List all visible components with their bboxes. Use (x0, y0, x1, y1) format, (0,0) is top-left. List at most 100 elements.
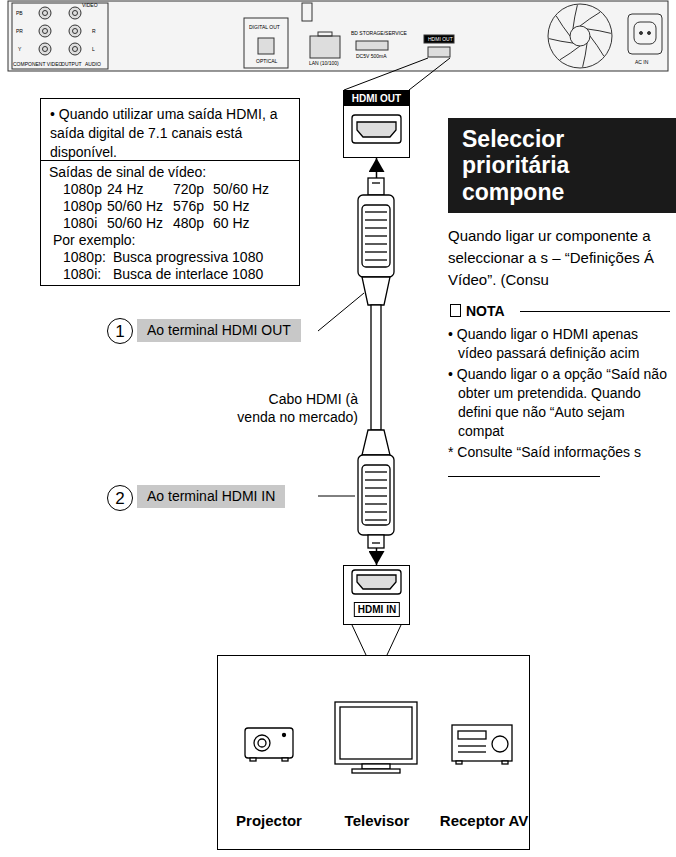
device-box: ProjectorTelevisorReceptor AV (217, 655, 530, 850)
note-item: • Quando ligar o a opção “Saíd não obter… (448, 365, 670, 441)
rear-panel (8, 1, 668, 71)
rear-panel (356, 41, 388, 50)
panel-label: OPTICAL (256, 59, 277, 64)
rear-panel (258, 38, 274, 54)
callout-text: Ao terminal HDMI IN (147, 488, 275, 505)
note-item: * Consulte “Saíd informações s (448, 443, 670, 462)
hdmi-plug (358, 455, 394, 535)
projector-icon (245, 728, 293, 761)
panel-label: OUTPUT (61, 62, 82, 67)
panel-label: COMPONENT VIDEO (13, 62, 62, 67)
panel-label: DC5V 500mA (356, 54, 387, 59)
rear-panel (39, 43, 51, 55)
panel-label: AUDIO (85, 62, 101, 67)
av-receiver-icon (452, 725, 512, 764)
hdmi-plug (362, 205, 390, 267)
rear-panel (648, 32, 651, 35)
table-cell: 720p (173, 181, 204, 198)
fan-blades (549, 5, 611, 67)
zoom-lines (344, 58, 450, 655)
hdmi-plug (362, 430, 390, 455)
plug-grip (365, 251, 387, 252)
table-cell: 50/60 Hz (107, 215, 163, 232)
rear-panel (43, 47, 48, 52)
table-cell: 1080p: (63, 249, 106, 266)
table-cell: 60 Hz (213, 215, 250, 232)
jack-label: PB (16, 11, 23, 16)
plug-grip (365, 471, 387, 472)
callout-band: Ao terminal HDMI IN (137, 485, 285, 508)
hdmi-socket (357, 122, 396, 137)
rear-panel (244, 18, 288, 68)
plug-grip (365, 487, 387, 488)
television-icon (362, 764, 390, 769)
callout-text: Ao terminal HDMI OUT (147, 322, 291, 339)
hdmi-socket (352, 115, 401, 594)
table-cell: 24 Hz (107, 181, 144, 198)
table-cell: Busca progressiva 1080 (113, 249, 263, 266)
section-heading: Seleccior prioritária compone (448, 118, 676, 213)
fan-blades (580, 12, 600, 26)
heading-text: Seleccior prioritária compone (462, 126, 666, 205)
hdmi-plug (371, 305, 381, 430)
zoom-lines (409, 58, 450, 90)
television-icon (335, 702, 417, 764)
rear-panel (428, 47, 450, 57)
table-cell: 480p (173, 215, 204, 232)
rear-panel (634, 22, 656, 44)
av-receiver-icon (492, 736, 508, 752)
callout-number: 2 (107, 485, 133, 511)
rear-panel (12, 3, 108, 69)
av-receiver-icon (458, 731, 486, 739)
fan-blades (590, 36, 604, 56)
rear-panel (73, 11, 78, 16)
fan-blades (556, 16, 570, 36)
plug-grip (365, 259, 387, 260)
device-name: Projector (236, 813, 302, 830)
plug-grip (365, 219, 387, 220)
av-receiver-icon (502, 761, 508, 764)
table-cell: 576p (173, 198, 204, 215)
hdmi-plug (372, 182, 380, 183)
hdmi-plug (362, 465, 390, 525)
hdmi-out-zoom: HDMI OUT (343, 90, 410, 158)
hdmi-plug (358, 195, 394, 277)
device-name: Receptor AV (440, 813, 528, 830)
hdmi-plug (358, 178, 394, 548)
projector-icon (245, 728, 293, 758)
fan-blades (587, 29, 611, 33)
fan-blades (560, 46, 580, 60)
rear-panel (640, 32, 643, 35)
rear-panel (570, 26, 590, 46)
hdmi-plug (368, 535, 384, 548)
table-cell: 50/60 Hz (213, 181, 269, 198)
television-icon (335, 702, 417, 773)
note-text: • Quando utilizar uma saída HDMI, a saíd… (50, 105, 290, 162)
rear-panel (73, 47, 78, 52)
table-cell: 50 Hz (213, 198, 250, 215)
table-cell: 50/60 Hz (107, 198, 163, 215)
rear-panel (8, 1, 668, 71)
callout-band: Ao terminal HDMI OUT (137, 319, 301, 342)
jack-label: L (92, 47, 95, 52)
hdmi-plug (372, 542, 380, 543)
fan-blades (573, 5, 577, 29)
note-heading: NOTA (448, 303, 670, 320)
plug-grip (365, 495, 387, 496)
hdmi-socket (352, 115, 401, 143)
plug-grip (365, 243, 387, 244)
rear-panel (73, 29, 78, 34)
table-cell: Busca de interlace 1080 (113, 266, 263, 283)
table-cell: 1080p (63, 181, 102, 198)
rear-panel (318, 32, 332, 36)
plug-grip (365, 211, 387, 212)
panel-label: AC IN (635, 60, 648, 65)
callout-number: 1 (107, 318, 133, 344)
plug-grip (365, 479, 387, 480)
av-receiver-icon (458, 745, 486, 746)
jack-label: PR (16, 29, 23, 34)
jack-label: Y (18, 47, 21, 52)
hdmi-plug (368, 178, 384, 195)
table-cell: 1080p (63, 198, 102, 215)
